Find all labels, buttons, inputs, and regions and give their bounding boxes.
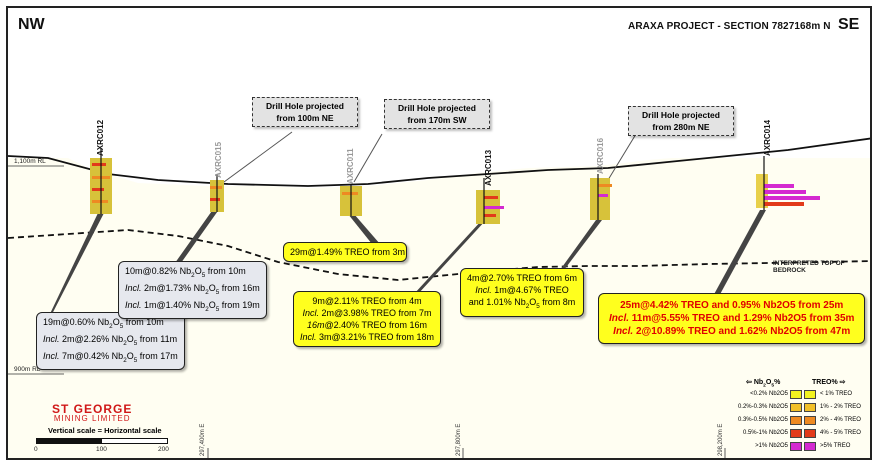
trace-axrc011 [340, 184, 362, 216]
legend-treo-swatch-4 [804, 442, 816, 451]
legend-treo-label-3: 4% - 5% TREO [820, 430, 861, 436]
axrc013-line1: 9m@2.11% TREO from 4m [312, 296, 422, 306]
legend-nb-label-2: 0.3%-0.5% Nb2O5 [737, 417, 788, 423]
nw-direction: NW [18, 16, 45, 33]
drill-traces [90, 148, 820, 224]
grade-legend: ⇦ Nb2O5% TREO% ⇨ <0.2% Nb2O5 < 1% TREO 0.2… [730, 378, 870, 458]
easting-297800: 297,800m E [456, 423, 462, 456]
legend-nb-swatch-4 [790, 442, 802, 451]
leader-axrc015 [170, 208, 220, 270]
company-logo: ST GEORGE MINING LIMITED [52, 402, 133, 424]
intercept-axrc011: 29m@1.49% TREO from 3m [283, 242, 407, 262]
legend-nb-swatch-0 [790, 390, 802, 399]
projection-1-line1: Drill Hole projected [266, 101, 344, 111]
pointer-proj-2 [353, 133, 383, 183]
legend-nb-label-3: 0.5%-1% Nb2O5 [742, 430, 788, 436]
intercept-axrc016: 4m@2.70% TREO from 6m Incl. 1m@4.67% TRE… [460, 268, 584, 317]
legend-nb-label-1: 0.2%-0.3% Nb2O5 [737, 404, 788, 410]
legend-treo-swatch-0 [804, 390, 816, 399]
trace-axrc013 [476, 178, 504, 224]
projection-2-line1: Drill Hole projected [398, 103, 476, 113]
legend-nb-swatch-2 [790, 416, 802, 425]
trace-axrc012 [90, 148, 112, 214]
intercept-axrc012: 19m@0.60% Nb2O5 from 10m Incl. 2m@2.26% … [36, 312, 185, 371]
rl-label-top: 1,100m RL [14, 158, 46, 165]
scale-tick-0: 0 [34, 446, 38, 453]
projection-1-line2: from 100m NE [276, 113, 334, 123]
rl-label-bottom: 900m RL [14, 366, 41, 373]
projection-callout-100m-ne: Drill Hole projected from 100m NE [252, 97, 358, 127]
legend-treo-swatch-3 [804, 429, 816, 438]
bedrock-label: INTERPRETED TOP OF BEDROCK [773, 260, 845, 274]
leader-axrc012 [48, 213, 104, 318]
projection-2-line2: from 170m SW [407, 115, 467, 125]
legend-nb-label-4: >1% Nb2O5 [755, 443, 788, 449]
section-linework [8, 8, 870, 458]
hole-label-axrc011: AXRC011 [346, 148, 355, 184]
trace-axrc014 [756, 156, 820, 210]
legend-treo-swatch-1 [804, 403, 816, 412]
intercept-axrc015: 10m@0.82% Nb2O5 from 10m Incl. 2m@1.73% … [118, 261, 267, 320]
axrc014-line1: 25m@4.42% TREO and 0.95% Nb2O5 from 25m [620, 300, 844, 311]
pointer-proj-3 [607, 133, 637, 181]
logo-line2: MINING LIMITED [53, 414, 131, 423]
pointer-proj-1 [223, 131, 293, 183]
easting-298200: 298,200m E [718, 423, 724, 456]
above-surface [8, 8, 870, 188]
intercept-axrc014: 25m@4.42% TREO and 0.95% Nb2O5 from 25m … [598, 293, 866, 344]
legend-treo-label-2: 2% - 4% TREO [820, 417, 861, 423]
projection-callout-280m-ne: Drill Hole projected from 280m NE [628, 106, 734, 136]
hole-label-axrc012: AXRC012 [96, 119, 105, 156]
scale-tick-200: 200 [158, 446, 169, 453]
leader-axrc011 [348, 214, 380, 244]
axrc016-line1: 4m@2.70% TREO from 6m [467, 273, 577, 283]
scale-tick-100: 100 [96, 446, 107, 453]
legend-treo-label-4: >5% TREO [820, 443, 851, 449]
legend-head-right: TREO% ⇨ [812, 379, 846, 386]
easting-297400: 297,400m E [200, 423, 206, 456]
legend-nb-swatch-3 [790, 429, 802, 438]
hole-label-axrc014: AXRC014 [763, 119, 772, 156]
section-title: ARAXA PROJECT - SECTION 7827168m N [628, 21, 831, 32]
trace-axrc015 [210, 174, 224, 212]
legend-treo-swatch-2 [804, 416, 816, 425]
projection-callout-170m-sw: Drill Hole projected from 170m SW [384, 99, 490, 129]
leader-axrc013 [414, 220, 486, 294]
legend-head-left: ⇦ Nb2O5% [746, 379, 781, 389]
legend-nb-label-0: <0.2% Nb2O5 [750, 391, 788, 397]
intercept-axrc013: 9m@2.11% TREO from 4m Incl. 2m@3.98% TRE… [293, 291, 442, 347]
leader-axrc016 [560, 220, 602, 270]
topography-line [8, 137, 870, 187]
section-diagram: NW SE ARAXA PROJECT - SECTION 7827168m N… [6, 6, 872, 460]
se-direction: SE [838, 16, 860, 33]
leader-axrc014 [712, 210, 766, 298]
hole-label-axrc015: AXRC015 [214, 141, 223, 178]
scale-bar [36, 438, 168, 444]
hole-label-axrc013: AXRC013 [484, 149, 493, 186]
hole-label-axrc016: AXRC016 [596, 137, 605, 174]
projection-3-line1: Drill Hole projected [642, 110, 720, 120]
scale-caption: Vertical scale = Horizontal scale [48, 426, 162, 435]
legend-nb-swatch-1 [790, 403, 802, 412]
trace-axrc016 [590, 174, 612, 220]
bedrock-line [8, 229, 870, 281]
legend-treo-label-0: < 1% TREO [820, 391, 853, 397]
axrc011-line1: 29m@1.49% TREO from 3m [290, 247, 406, 257]
legend-treo-label-1: 1% - 2% TREO [820, 404, 861, 410]
projection-3-line2: from 280m NE [652, 122, 710, 132]
logo-line1: ST GEORGE [52, 402, 133, 416]
